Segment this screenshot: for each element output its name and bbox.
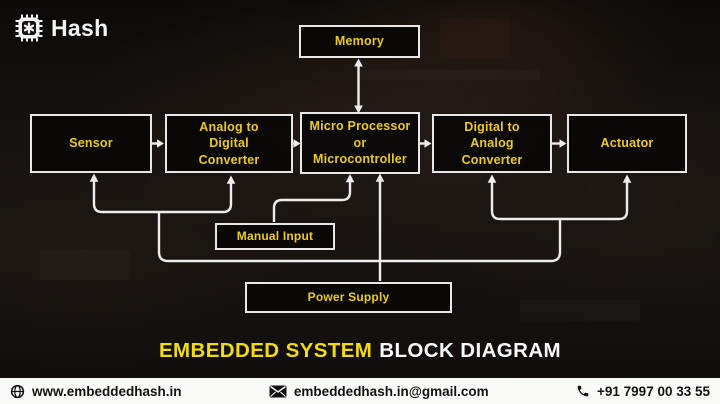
phone-icon	[576, 384, 590, 398]
arrow-sensor-to-adc	[152, 139, 164, 148]
block-analog-to-digital-converter: Analog to Digital Converter	[165, 114, 293, 173]
arrow-mcu-to-dac	[420, 139, 432, 148]
footer-website: www.embeddedhash.in	[10, 384, 182, 399]
block-digital-to-analog-converter: Digital to Analog Converter	[432, 114, 552, 173]
footer-email: embeddedhash.in@gmail.com	[269, 384, 489, 399]
line-power-to-dac-and-actuator	[487, 174, 632, 263]
diagram-connectors	[89, 58, 632, 281]
brand-logo: Hash	[14, 13, 108, 43]
chip-icon	[14, 13, 44, 43]
brand-name: Hash	[51, 14, 109, 41]
block-sensor: Sensor	[30, 114, 152, 173]
envelope-icon	[269, 385, 287, 398]
block-manual-input: Manual Input	[215, 223, 335, 250]
footer-phone-text: +91 7997 00 33 55	[597, 383, 710, 399]
line-power-to-sensor-and-adc	[89, 173, 236, 263]
page-title: EMBEDDED SYSTEM BLOCK DIAGRAM	[0, 339, 720, 363]
footer-website-text: www.embeddedhash.in	[32, 383, 182, 399]
block-power-supply: Power Supply	[245, 282, 452, 313]
arrow-adc-to-mcu	[293, 139, 301, 148]
block-actuator: Actuator	[567, 114, 687, 173]
block-memory: Memory	[299, 25, 420, 58]
arrow-memory-mcu-bidirectional	[354, 58, 363, 114]
arrow-dac-to-actuator	[552, 139, 567, 148]
footer-phone: +91 7997 00 33 55	[576, 384, 710, 399]
title-highlight: EMBEDDED SYSTEM	[158, 339, 373, 362]
line-power-supply-bus	[168, 173, 551, 281]
globe-icon	[10, 384, 25, 399]
pcb-texture	[440, 18, 510, 58]
arrow-manual-input-to-mcu	[272, 174, 355, 222]
footer-email-text: embeddedhash.in@gmail.com	[293, 383, 489, 399]
block-microprocessor: Micro Processor or Microcontroller	[300, 112, 420, 174]
footer-contact-bar: www.embeddedhash.in embeddedhash.in@gmai…	[0, 378, 720, 404]
title-rest: BLOCK DIAGRAM	[379, 339, 562, 362]
